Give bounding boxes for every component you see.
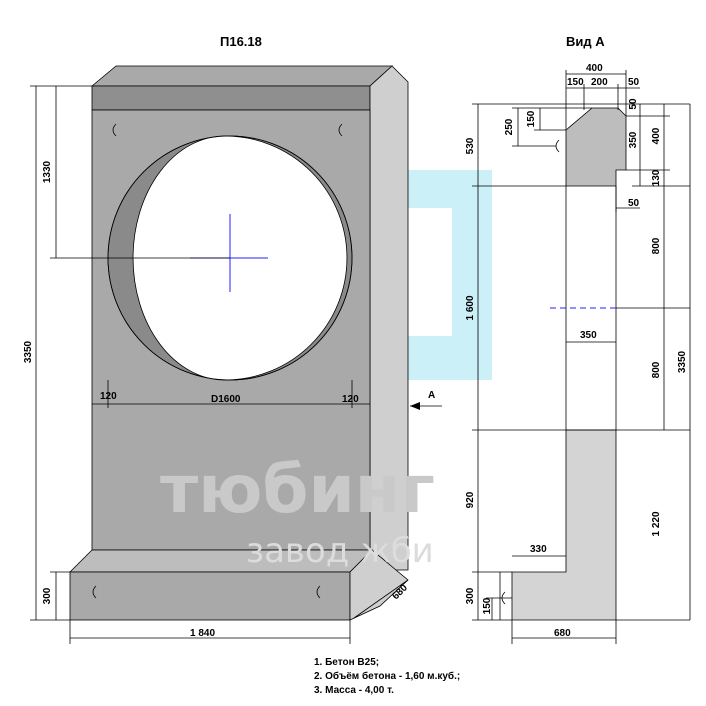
dim-50-right: 50 (628, 98, 639, 110)
dim-680-side: 680 (554, 628, 571, 639)
view-arrow-label: А (428, 390, 435, 401)
dim-3350-side: 3350 (677, 350, 688, 373)
main-title: П16.18 (220, 34, 262, 49)
dim-400-vertical: 400 (651, 127, 662, 144)
dim-150-top: 150 (567, 77, 584, 88)
dim-120-right: 120 (342, 394, 359, 405)
dim-150-upper: 150 (526, 110, 537, 127)
dim-150-lower: 150 (482, 597, 493, 614)
dim-350-vertical: 350 (628, 131, 639, 148)
note-line-1: 1. Бетон В25; (314, 657, 379, 668)
side-title: Вид А (566, 34, 605, 49)
dim-350-width: 350 (580, 330, 597, 341)
note-line-3: 3. Масса - 4,00 т. (314, 685, 394, 696)
dim-800-lower: 800 (651, 361, 662, 378)
dim-3350-front: 3350 (23, 340, 34, 363)
dim-530: 530 (465, 137, 476, 154)
dim-200-top: 200 (591, 77, 608, 88)
dim-50-top: 50 (628, 77, 640, 88)
dim-800-upper: 800 (651, 237, 662, 254)
dim-300-side: 300 (465, 587, 476, 604)
dim-1600: 1 600 (465, 295, 476, 320)
dim-120-left: 120 (100, 391, 117, 402)
watermark-title: тюбинг (160, 451, 435, 528)
dim-250: 250 (504, 118, 515, 135)
dim-920: 920 (465, 491, 476, 508)
dim-330: 330 (530, 544, 547, 555)
dim-1840: 1 840 (190, 628, 215, 639)
side-view (501, 107, 627, 621)
dim-1330: 1330 (42, 160, 53, 183)
dim-d1600: D1600 (211, 394, 241, 405)
dim-300-front: 300 (42, 587, 53, 604)
front-dimension-lines (30, 85, 442, 644)
dim-50-step: 50 (628, 198, 640, 209)
front-view (69, 65, 409, 621)
watermark-subtitle: завод жби (246, 531, 434, 571)
dim-400-top: 400 (586, 63, 603, 74)
side-dimension-lines (472, 70, 691, 644)
dim-130: 130 (651, 169, 662, 186)
note-line-2: 2. Объём бетона - 1,60 м.куб.; (314, 670, 460, 682)
dim-1220: 1 220 (651, 511, 662, 536)
